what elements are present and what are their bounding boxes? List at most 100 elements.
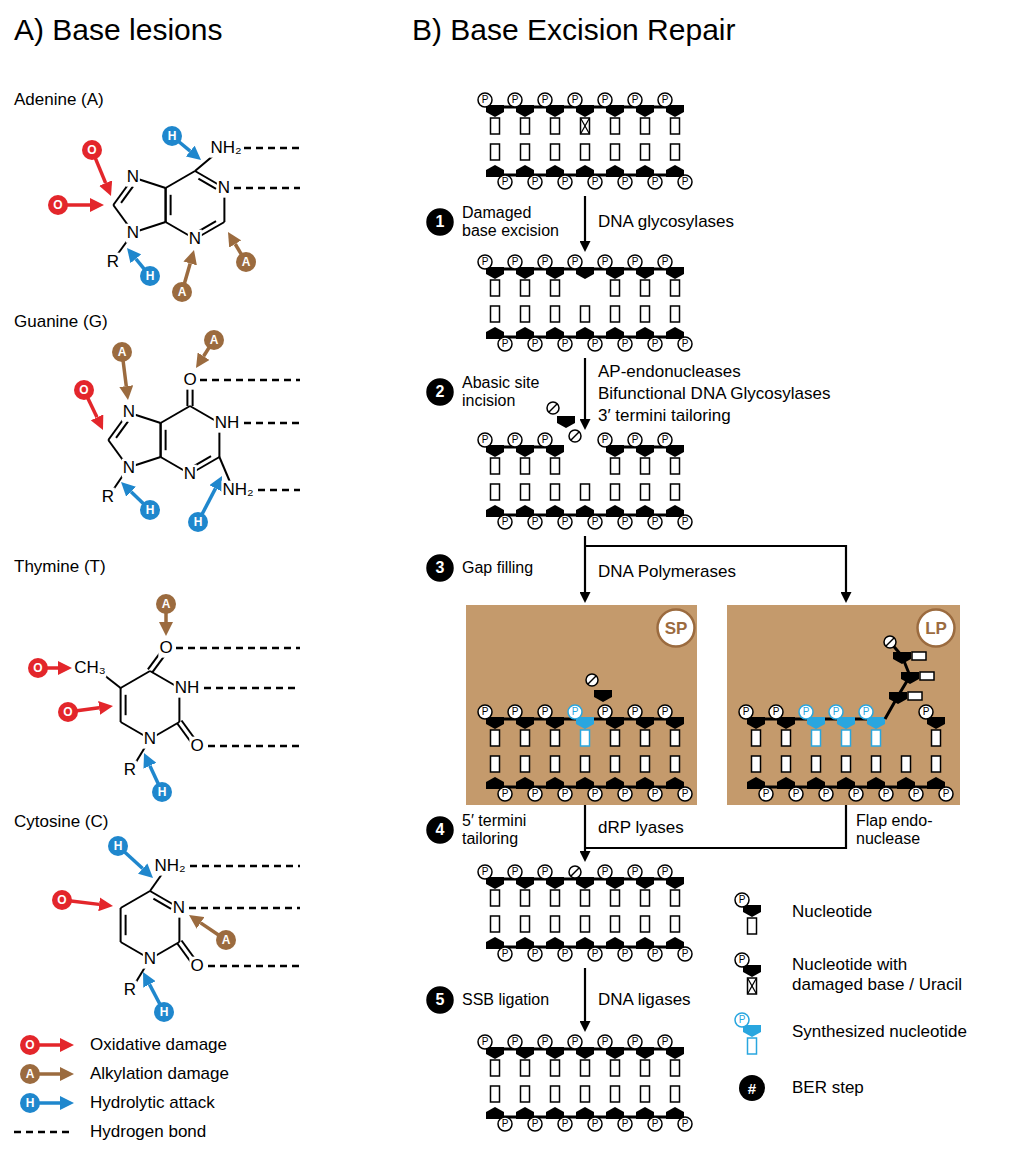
base [748,978,757,994]
phosphate-label: P [562,789,569,799]
phosphate-label: P [592,789,599,799]
phosphate [538,93,552,107]
base [611,458,620,474]
phosphate-label: P [743,707,750,717]
phosphate [648,787,662,801]
base [641,916,650,932]
damage-arrow [39,1043,60,1047]
marker-letter: H [158,786,167,798]
phosphate-label: P [883,789,890,799]
phosphate [588,1117,602,1131]
phosphate-label: P [793,789,800,799]
atom-label: R [123,761,137,780]
base [671,730,680,746]
phosphate [508,93,522,107]
damage-arrow [39,1101,60,1105]
base [491,1060,500,1076]
phosphate [588,337,602,351]
phosphate [558,337,572,351]
phosphate-label: P [923,707,930,717]
hydrogen-bond [189,907,300,910]
phosphate-label: P [482,95,489,105]
phosphate [598,865,612,879]
phosphate [678,947,692,961]
phosphate-label: P [622,517,629,527]
base [521,484,530,500]
enzyme-label: DNA glycosylases [598,212,734,232]
damage-arrow [131,492,143,504]
phosphate-label: P [572,707,579,717]
phosphate-label: P [773,707,780,717]
base [491,280,500,296]
atom-label: N [122,403,136,422]
marker-letter: H [26,1097,35,1109]
base [611,756,620,772]
base [491,306,500,322]
phosphate [628,433,642,447]
phosphate [735,893,749,907]
pathway-badge: LP [916,608,956,648]
phosphate [769,705,783,719]
phosphate-label: P [632,257,639,267]
marker-letter: A [118,346,127,358]
bond-line [165,188,167,222]
arrow [584,968,586,1021]
legend-text: Hydrogen bond [90,1122,206,1142]
phosphate [759,787,773,801]
phosphate [658,93,672,107]
damage-arrow [123,361,126,386]
base [611,144,620,160]
bond-line [125,915,127,935]
damage-arrow [204,348,210,357]
base [908,692,922,700]
phosphate [528,787,542,801]
phosphate [598,433,612,447]
phosphate [538,1035,552,1049]
base [611,1060,620,1076]
damage-cross [748,978,757,994]
phosphate-label: P [562,339,569,349]
hydrogen-bond [258,489,300,492]
base [671,458,680,474]
phosphate [588,175,602,189]
badge-circle [428,380,453,405]
damage-badge [28,658,48,678]
arrow [585,546,846,592]
marker-letter: O [25,1039,34,1051]
badge-text: 5 [436,992,445,1008]
damage-badge [162,126,182,146]
phosphate-label: P [622,789,629,799]
hydrogen-bond [208,745,300,748]
phosphate [538,705,552,719]
damage-badge [236,252,256,272]
marker-letter: H [194,516,203,528]
phosphate-label: P [562,177,569,187]
base [521,280,530,296]
bond-line [165,430,167,450]
base [932,730,941,746]
phosphate [568,93,582,107]
bond-line [165,188,167,222]
phosphate [498,787,512,801]
phosphate-label: P [662,707,669,717]
phosphate-label: P [592,949,599,959]
phosphate [568,1035,582,1049]
phosphate [658,433,672,447]
nick-symbol [569,866,581,878]
bond-line [166,171,195,188]
phosphate [598,255,612,269]
phosphate [478,255,492,269]
atom-label: R [123,981,137,1000]
phosphate [528,1117,542,1131]
marker-letter: H [160,1006,169,1018]
phosphate [598,93,612,107]
damage-arrow [77,708,99,711]
sugar [557,416,575,428]
enzyme-label: DNA Polymerases [598,562,736,582]
phosphate [829,705,843,719]
enzyme-label: dRP lyases [598,818,684,838]
sugar [901,672,919,684]
base [920,672,934,680]
phosphate [678,337,692,351]
phosphate [849,787,863,801]
